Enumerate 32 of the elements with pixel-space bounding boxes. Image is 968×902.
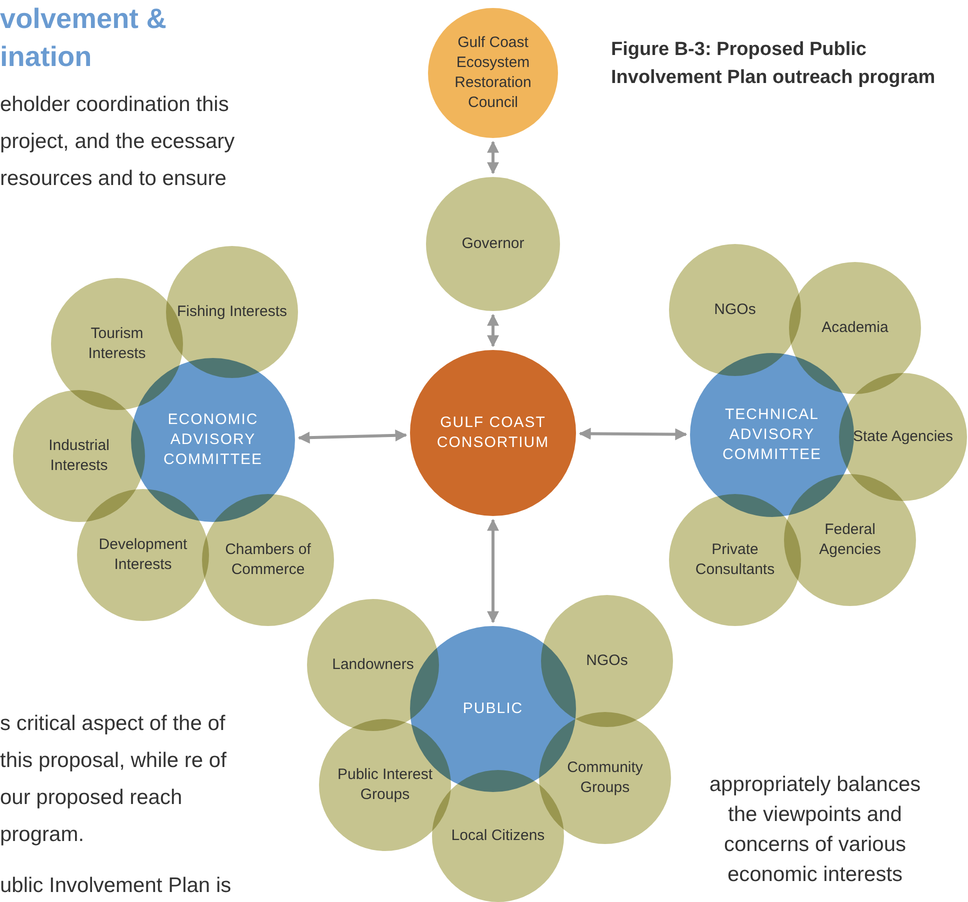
node-label: Community Groups bbox=[566, 758, 644, 798]
figure-title: Figure B-3: Proposed Public Involvement Plan outreach program bbox=[611, 38, 936, 90]
section-heading: volvement & ination bbox=[0, 2, 168, 74]
node-label: Landowners bbox=[331, 655, 415, 675]
node-label: Tourism Interests bbox=[87, 324, 147, 364]
node-label: TECHNICAL ADVISORY COMMITTEE bbox=[722, 405, 822, 465]
node-label: Industrial Interests bbox=[48, 436, 110, 476]
node-label: State Agencies bbox=[852, 427, 954, 447]
node-label: GULF COAST CONSORTIUM bbox=[436, 413, 550, 453]
node-label: PUBLIC bbox=[462, 699, 524, 719]
body-paragraph: eholder coordination this project, and the ecessary resources and to ensure bbox=[0, 92, 236, 192]
node-label: NGOs bbox=[713, 300, 757, 320]
node-label: Academia bbox=[820, 318, 890, 338]
body-paragraph: ublic Involvement Plan is bbox=[0, 873, 232, 899]
node-label: Chambers of Commerce bbox=[224, 540, 312, 580]
node-label: ECONOMIC ADVISORY COMMITTEE bbox=[162, 410, 264, 470]
double-arrow bbox=[298, 429, 408, 444]
node-label: Local Citizens bbox=[450, 826, 546, 846]
body-paragraph: s critical aspect of the of this proposal, while re of our proposed reach program. bbox=[0, 711, 228, 848]
node-label: NGOs bbox=[585, 651, 629, 671]
node-label: Development Interests bbox=[98, 535, 188, 575]
double-arrow bbox=[487, 314, 499, 348]
double-arrow bbox=[578, 428, 688, 440]
node-label: Fishing Interests bbox=[176, 302, 288, 322]
node-label: Gulf Coast Ecosystem Restoration Council bbox=[454, 33, 532, 113]
double-arrow bbox=[487, 518, 499, 624]
node-label: Federal Agencies bbox=[818, 520, 882, 560]
node-label: Public Interest Groups bbox=[336, 765, 434, 805]
node-label: Governor bbox=[460, 234, 526, 254]
node-label: Private Consultants bbox=[694, 540, 776, 580]
body-paragraph: appropriately balances the viewpoints and concerns of various economic interests bbox=[708, 772, 922, 888]
double-arrow bbox=[487, 140, 499, 174]
